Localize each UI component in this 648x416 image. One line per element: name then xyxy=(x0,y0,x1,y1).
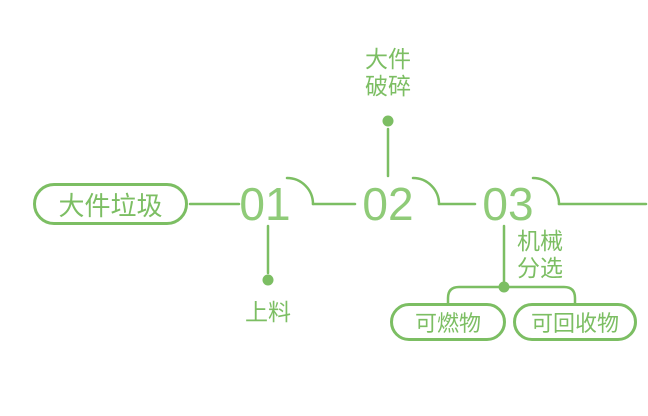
step2-dot xyxy=(382,115,394,127)
output-node-recyclable: 可回收物 xyxy=(513,303,637,341)
output-node-recyclable-label: 可回收物 xyxy=(530,311,619,336)
step2-label-line2: 破碎 xyxy=(365,73,411,99)
hook-arc-step2 xyxy=(411,176,441,206)
output-node-combustible: 可燃物 xyxy=(390,303,506,341)
step2-label-line1: 大件 xyxy=(365,46,411,72)
step3-label-line2: 分选 xyxy=(517,255,563,281)
step2-label: 大件 破碎 xyxy=(349,46,427,100)
source-node: 大件垃圾 xyxy=(33,183,188,225)
step1-dot xyxy=(262,274,274,286)
output-node-combustible-label: 可燃物 xyxy=(414,311,481,336)
step-number-01: 01 xyxy=(239,178,291,230)
step3-label-line1: 机械 xyxy=(517,228,563,254)
hook-arc-step1 xyxy=(285,176,315,206)
source-node-label: 大件垃圾 xyxy=(58,190,163,221)
step-number-03: 03 xyxy=(482,178,534,230)
step1-label-line1: 上料 xyxy=(245,299,291,325)
branch-line-outputs xyxy=(446,285,577,305)
step3-label: 机械 分选 xyxy=(517,228,563,282)
hook-arc-step3 xyxy=(531,176,561,206)
step1-label: 上料 xyxy=(230,299,306,326)
step-number-02: 02 xyxy=(362,178,414,230)
